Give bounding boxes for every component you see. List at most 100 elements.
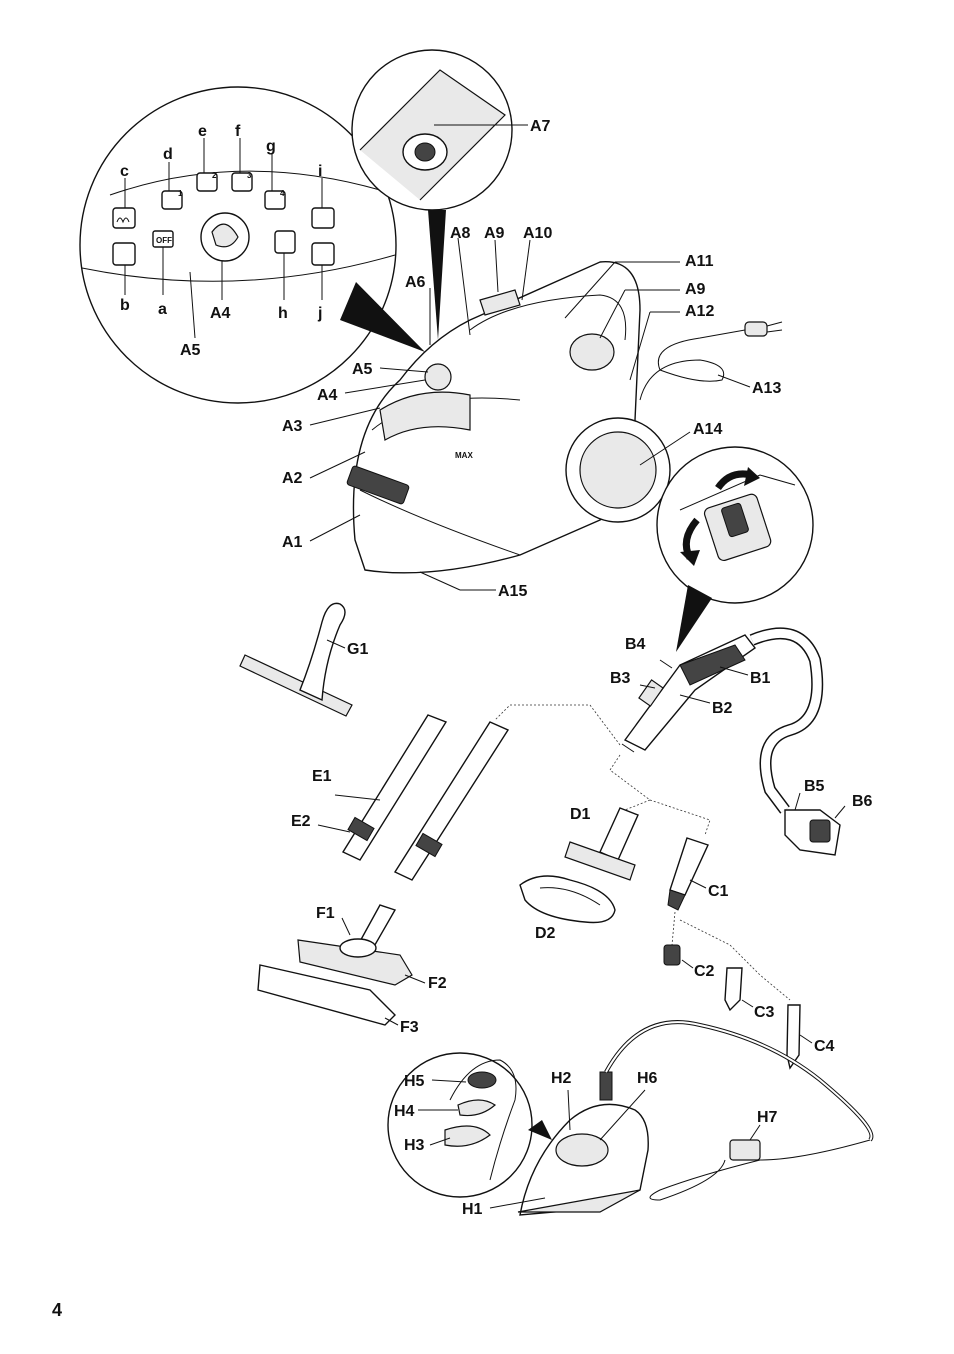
extension-tubes: E1 E2	[291, 714, 510, 881]
label-B5: B5	[804, 778, 825, 795]
control-panel-detail: OFF 2 3 4 1 c d e f g i b a A4 h j A5	[79, 86, 425, 404]
steam-button-H5	[467, 1071, 497, 1089]
label-a: a	[158, 301, 167, 318]
round-brush-C2	[663, 944, 681, 966]
subscript-1: 1	[178, 189, 183, 198]
label-c: c	[120, 163, 129, 180]
label-A9: A9	[484, 225, 505, 242]
floor-nozzle-plate	[297, 939, 413, 986]
label-H7: H7	[757, 1109, 778, 1126]
label-A5: A5	[352, 361, 373, 378]
label-F3: F3	[400, 1019, 419, 1036]
label-A14: A14	[693, 421, 722, 438]
switch-pointer-wedge	[676, 585, 712, 652]
squeegee-handle	[299, 602, 346, 702]
label-b: b	[120, 297, 130, 314]
temp-dial-H6	[555, 1133, 609, 1167]
water-button-h	[274, 230, 296, 254]
label-C4: C4	[814, 1038, 835, 1055]
steam-level-4-button	[264, 190, 286, 210]
brand-plate	[346, 465, 410, 505]
steam-gun: B4 B1 B3 B2 B5 B6	[494, 627, 873, 856]
button-H4	[457, 1099, 496, 1117]
label-H4: H4	[394, 1103, 415, 1120]
hand-nozzle-neck	[599, 807, 639, 861]
filler-detail: A7	[351, 49, 551, 340]
label-panel-A4: A4	[210, 305, 231, 322]
label-E1: E1	[312, 768, 332, 785]
gun-switch-detail	[656, 446, 814, 652]
max-mark-text: MAX	[455, 451, 473, 460]
label-A4: A4	[317, 387, 338, 404]
cap-A9	[569, 333, 615, 371]
label-D2: D2	[535, 925, 556, 942]
power-cord	[639, 329, 746, 401]
label-G1: G1	[347, 641, 368, 658]
label-C2: C2	[694, 963, 715, 980]
steam-mode-button-c	[112, 207, 136, 229]
label-H3: H3	[404, 1137, 425, 1154]
label-H5: H5	[404, 1073, 425, 1090]
button-b	[112, 242, 136, 266]
iron-handle-detail: H5 H4 H3	[387, 1052, 552, 1198]
label-A7: A7	[530, 118, 551, 135]
window-squeegee: G1	[239, 602, 368, 717]
steam-cleaner-unit: KÄRCHER MAX A8 A9 A10 A11 A9 A6 A12	[282, 225, 783, 600]
floor-cloth-F3	[257, 964, 396, 1026]
iron-pointer-wedge	[528, 1120, 552, 1140]
label-A12: A12	[685, 303, 714, 320]
subscript-4: 4	[280, 189, 285, 198]
label-C1: C1	[708, 883, 729, 900]
extension-tube-1	[341, 714, 448, 861]
power-nozzle-C3	[724, 967, 743, 1012]
label-E2: E2	[291, 813, 311, 830]
label-F1: F1	[316, 905, 335, 922]
label-A1: A1	[282, 534, 303, 551]
unit-body	[352, 261, 641, 574]
panel-pointer-wedge	[340, 282, 425, 352]
label-g: g	[266, 138, 276, 155]
iron-magnifier-circle	[387, 1052, 533, 1198]
steam-iron: H2 H6 H7 H1	[462, 1020, 874, 1218]
detail-nozzle: C1	[667, 837, 791, 1001]
label-A10: A10	[523, 225, 552, 242]
label-B1: B1	[750, 670, 771, 687]
hand-nozzle-brush	[564, 841, 636, 881]
label-A8: A8	[450, 225, 471, 242]
handle-A9	[479, 289, 521, 316]
label-A13: A13	[752, 380, 781, 397]
button-H3	[444, 1125, 491, 1147]
page-number: 4	[52, 1300, 63, 1320]
label-B3: B3	[610, 670, 631, 687]
knob-A4	[424, 363, 452, 391]
iron-cable-guard	[599, 1071, 613, 1101]
button-j	[311, 242, 335, 266]
hand-nozzle: D1 D2	[519, 806, 639, 942]
label-e: e	[198, 123, 207, 140]
label-D1: D1	[570, 806, 591, 823]
label-A15: A15	[498, 583, 527, 600]
subscript-2: 2	[212, 171, 217, 180]
label-H1: H1	[462, 1201, 483, 1218]
subscript-3: 3	[247, 171, 252, 180]
label-A6: A6	[405, 274, 426, 291]
label-H2: H2	[551, 1070, 572, 1087]
label-h: h	[278, 305, 288, 322]
label-panel-A5: A5	[180, 342, 201, 359]
steam-level-1-button	[161, 190, 183, 210]
label-j: j	[317, 305, 322, 322]
label-F2: F2	[428, 975, 447, 992]
panel-edge-line	[81, 254, 396, 282]
iron-soleplate	[517, 1189, 641, 1213]
small-nozzles: C2 C3 C4	[663, 944, 835, 1070]
label-A11: A11	[685, 253, 714, 270]
label-H6: H6	[637, 1070, 658, 1087]
label-d: d	[163, 146, 173, 163]
panel-edge-line-top	[109, 170, 381, 196]
label-A3: A3	[282, 418, 303, 435]
label-B6: B6	[852, 793, 873, 810]
iron-plug-H7	[729, 1139, 761, 1161]
label-B4: B4	[625, 636, 646, 653]
